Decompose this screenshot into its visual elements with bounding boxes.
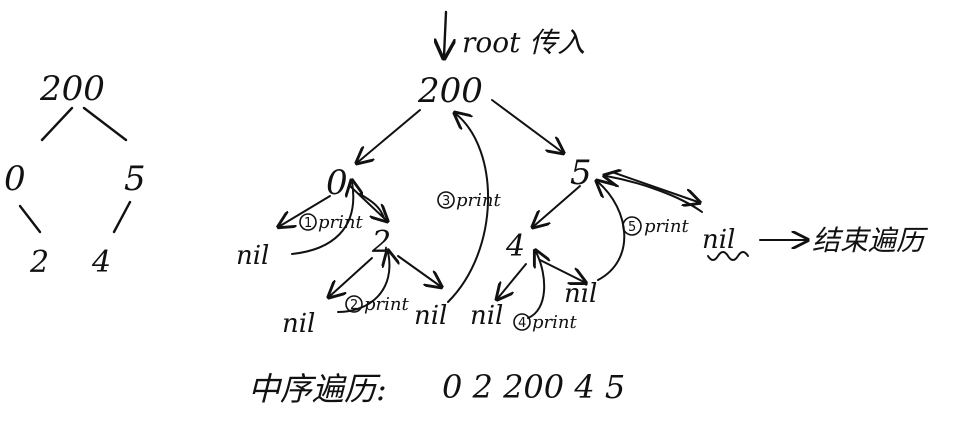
edge-4-to-nil-right xyxy=(539,259,584,282)
simple-edge-root-right xyxy=(82,106,128,142)
print-label-2: print xyxy=(364,294,409,315)
root-hint-arrow xyxy=(444,10,446,56)
edge-2-to-nil-right xyxy=(397,255,440,286)
step-number-5: 5 xyxy=(628,220,636,235)
print-step-2: 2 print xyxy=(345,294,409,315)
step-circle-2 xyxy=(345,295,363,313)
node-4: 4 xyxy=(505,229,525,264)
print-label-5: print xyxy=(644,216,689,237)
return-nil-to-0 xyxy=(291,182,353,255)
root-hint-text: root 传入 xyxy=(462,26,585,59)
simple-edge-root-left xyxy=(40,106,74,142)
print-label-1: print xyxy=(318,212,363,233)
nil-4-right: nil xyxy=(564,279,597,309)
nil-2-left: nil xyxy=(282,309,315,339)
edge-4-to-nil-left xyxy=(498,263,527,298)
step-number-1: 1 xyxy=(304,216,312,231)
result-line: 中序遍历: 0 2 200 4 5 xyxy=(248,368,625,408)
return-nil-to-5 xyxy=(606,176,703,213)
simple-edge-right-child xyxy=(112,200,132,234)
step-circle-1 xyxy=(299,213,317,231)
node-0: 0 xyxy=(326,163,348,203)
step-circle-3 xyxy=(437,191,455,209)
print-label-4: print xyxy=(532,312,577,333)
nil-4-left: nil xyxy=(470,301,503,331)
return-nil-to-2-left xyxy=(337,252,389,313)
step-circle-5 xyxy=(622,216,642,236)
simple-right-child-node: 4 xyxy=(91,245,111,280)
print-step-5: 5 print xyxy=(622,216,689,237)
step-number-2: 2 xyxy=(350,298,358,313)
print-label-3: print xyxy=(456,190,501,211)
simple-root-node: 200 xyxy=(39,69,105,109)
final-nil-squiggle xyxy=(707,251,749,261)
result-sequence: 0 2 200 4 5 xyxy=(442,368,625,406)
edge-200-to-0 xyxy=(358,109,421,162)
step-number-4: 4 xyxy=(518,316,526,331)
return-nil-to-4-left xyxy=(527,252,544,319)
edge-2-to-nil-left xyxy=(330,257,373,296)
simple-right-node: 5 xyxy=(124,159,146,199)
return-0-to-2-hook xyxy=(359,193,385,219)
edge-5-to-nil xyxy=(611,171,698,202)
simple-left-child-node: 2 xyxy=(29,245,49,280)
simple-left-node: 0 xyxy=(4,159,26,199)
edge-200-to-5 xyxy=(491,99,562,152)
nil-5-right: nil xyxy=(702,225,735,255)
return-2-to-200 xyxy=(447,114,489,303)
simple-edge-left-child xyxy=(18,204,42,234)
annotated-tree: root 传入 200 0 5 2 4 nil nil nil nil nil … xyxy=(236,10,929,339)
simple-tree: 200 0 5 2 4 xyxy=(4,69,146,280)
node-5: 5 xyxy=(570,153,592,193)
step-number-3: 3 xyxy=(442,194,450,209)
print-step-1: 1 print xyxy=(299,212,363,233)
node-root-200: 200 xyxy=(417,71,483,111)
edge-5-to-4 xyxy=(534,185,581,226)
edge-0-to-nil xyxy=(280,195,331,226)
print-step-4: 4 print xyxy=(513,312,577,333)
step-circle-4 xyxy=(513,313,531,331)
return-4-to-5 xyxy=(598,182,626,281)
print-step-3: 3 print xyxy=(437,190,501,211)
nil-0-left: nil xyxy=(236,241,269,271)
nil-2-right: nil xyxy=(414,301,447,331)
end-traversal-text: 结束遍历 xyxy=(812,224,929,257)
result-label: 中序遍历: xyxy=(248,370,387,408)
